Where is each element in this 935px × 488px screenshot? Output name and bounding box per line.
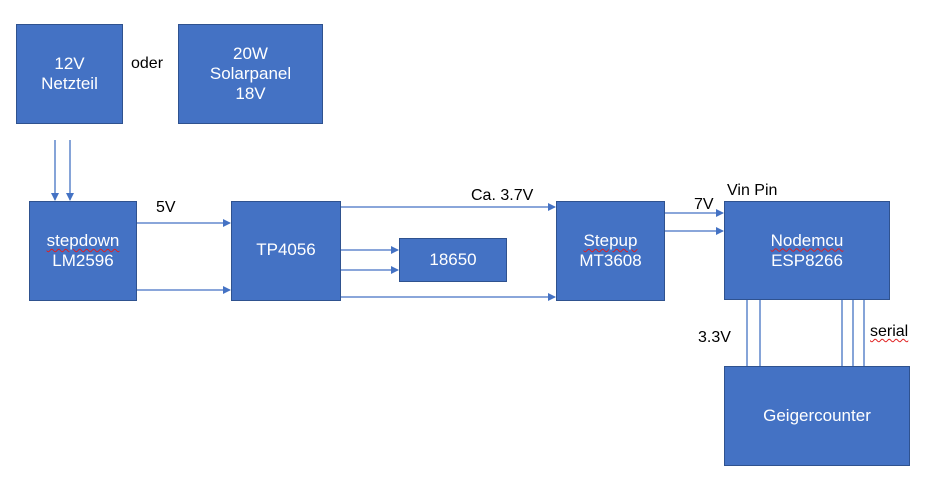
ca-3-7v-label: Ca. 3.7V	[471, 187, 534, 204]
solar-panel-box: 20W Solarpanel 18V	[178, 24, 323, 124]
five-v-label: 5V	[156, 199, 176, 216]
nodemcu-part: ESP8266	[771, 250, 843, 270]
serial-label: serial	[870, 323, 909, 340]
battery-18650-box: 18650	[399, 238, 507, 282]
oder-label: oder	[131, 55, 164, 72]
stepdown-part: LM2596	[52, 251, 114, 270]
psu-12v-box: 12V Netzteil	[16, 24, 123, 124]
solar-voltage: 18V	[235, 84, 266, 103]
battery-label: 18650	[429, 250, 477, 269]
nodemcu-box: Nodemcu ESP8266	[724, 201, 890, 300]
geigercounter-label: Geigercounter	[763, 406, 871, 425]
vin-pin-label: Vin Pin	[727, 182, 778, 199]
nodemcu-label: Nodemcu	[770, 230, 844, 250]
stepup-part: MT3608	[579, 251, 642, 270]
solar-label: Solarpanel	[209, 64, 292, 83]
psu-voltage: 12V	[54, 54, 85, 73]
stepdown-box: stepdown LM2596	[29, 201, 137, 301]
psu-label: Netzteil	[41, 74, 98, 93]
geigercounter-box: Geigercounter	[724, 366, 910, 466]
three-three-v-label: 3.3V	[698, 329, 731, 346]
stepup-box: Stepup MT3608	[556, 201, 665, 301]
stepup-label: Stepup	[583, 231, 638, 250]
tp4056-label: TP4056	[256, 240, 316, 259]
tp4056-box: TP4056	[231, 201, 341, 301]
stepdown-label: stepdown	[46, 231, 120, 250]
solar-wattage: 20W	[233, 44, 268, 63]
seven-v-label: 7V	[694, 196, 714, 213]
